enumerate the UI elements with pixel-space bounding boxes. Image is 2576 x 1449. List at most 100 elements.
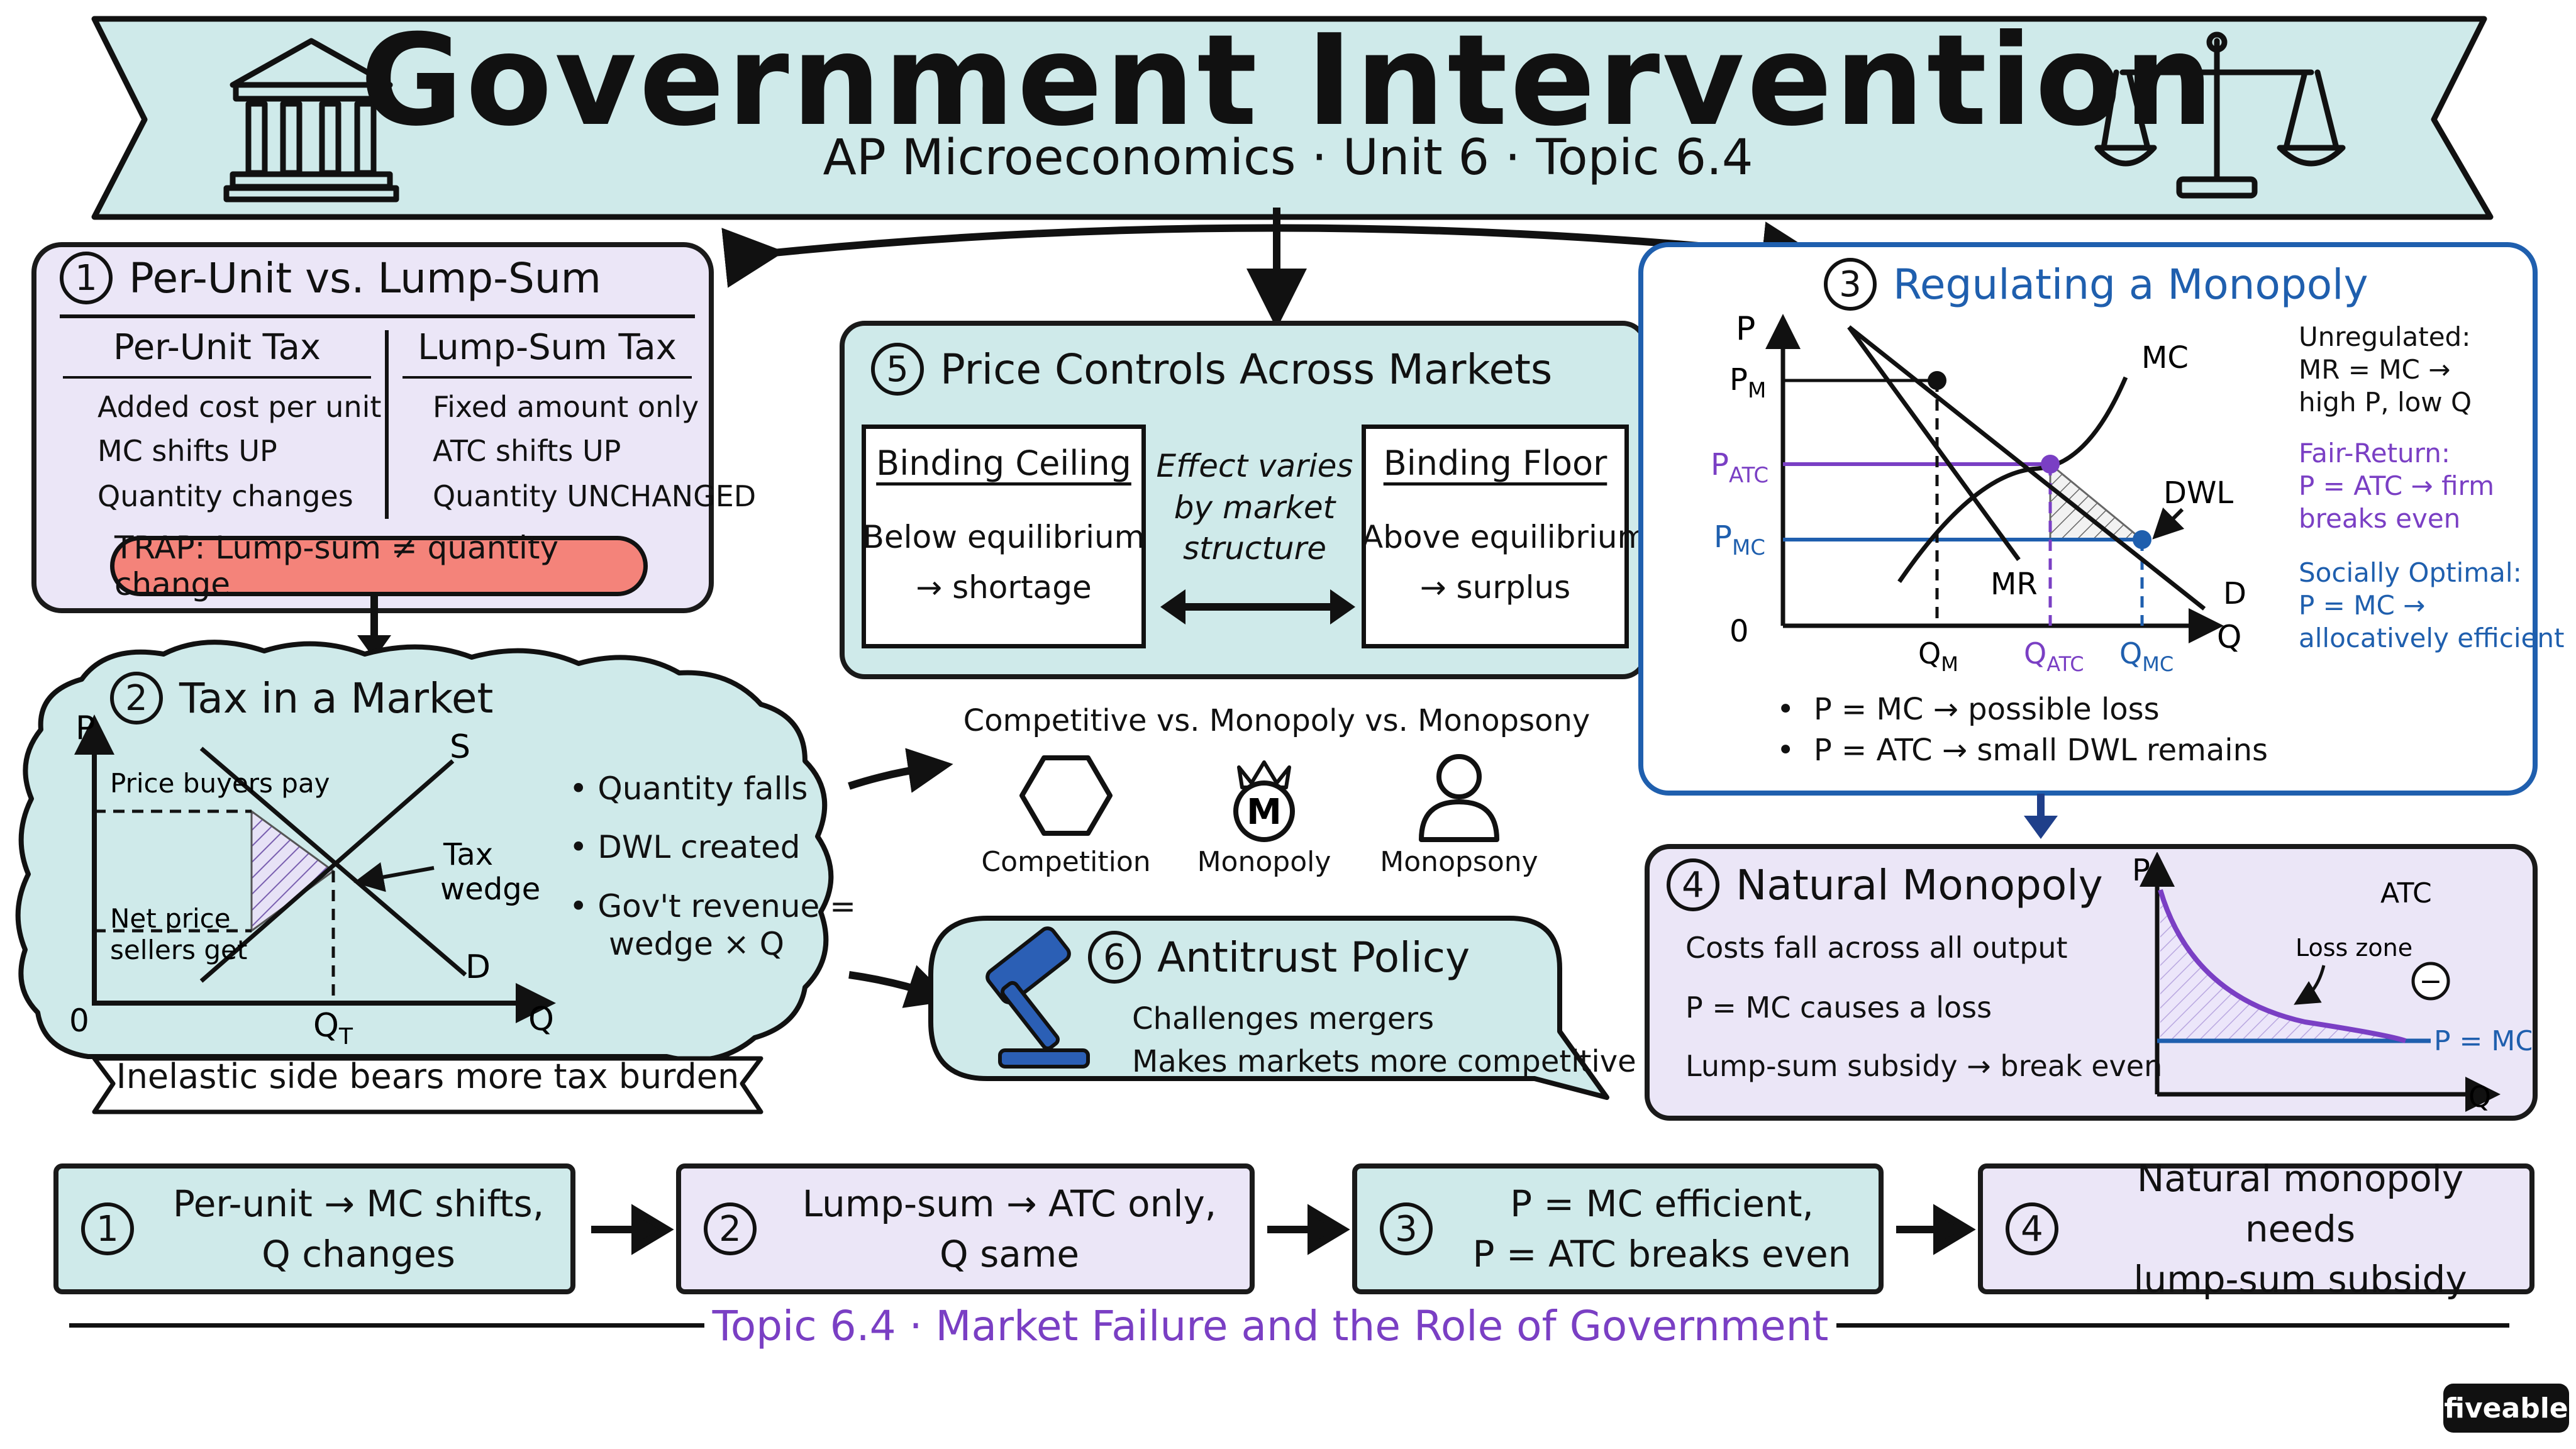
natural-monopoly-graph: P Q ATC Loss zone − P = MC	[2132, 852, 2531, 1114]
summary-step-text: Q changes	[262, 1233, 455, 1275]
summary-step-text: lump-sum subsidy	[2133, 1258, 2467, 1301]
panel1-title-text: Per-Unit vs. Lump-Sum	[129, 253, 601, 303]
courthouse-icon	[223, 38, 399, 203]
panel6-title-text: Antitrust Policy	[1157, 933, 1470, 982]
summary-step-text: Natural monopoly needs	[2136, 1157, 2464, 1250]
step-number-badge: 2	[110, 672, 163, 724]
panel3-title: 3 Regulating a Monopoly	[1824, 258, 2368, 311]
per-unit-header: Per-Unit Tax	[113, 327, 321, 368]
pmc-line-label: P = MC	[2434, 1025, 2531, 1057]
summary-step-text: Per-unit → MC shifts,	[172, 1182, 545, 1225]
step-number-badge: 5	[871, 343, 924, 396]
qmc-label: QMC	[2119, 636, 2174, 673]
summary-step-text: Q same	[939, 1233, 1080, 1275]
per-unit-item: Added cost per unit	[97, 390, 382, 424]
net-price-label: Net price	[110, 903, 231, 934]
market-types-title: Competitive vs. Monopoly vs. Monopsony	[963, 703, 1591, 738]
panel1-divider	[60, 314, 695, 318]
page-title: Government Intervention	[360, 8, 2216, 154]
antitrust-line: Challenges mergers	[1132, 1001, 1435, 1036]
crown-m-icon: M	[1233, 760, 1295, 842]
panel2-bullet: • Gov't revenue =	[569, 888, 857, 924]
panel-natural-monopoly	[1645, 844, 2538, 1121]
mc-curve-label: MC	[2141, 340, 2189, 375]
footer-rule-left	[69, 1323, 704, 1328]
step-number-badge: 1	[60, 252, 113, 304]
panel4-title-text: Natural Monopoly	[1736, 860, 2103, 909]
tax-wedge-label: Tax	[443, 837, 493, 872]
per-unit-item: MC shifts UP	[97, 434, 277, 468]
dwl-label: DWL	[2163, 475, 2233, 511]
axis-q-label: Q	[2468, 1080, 2491, 1114]
gavel-icon	[985, 926, 1090, 1069]
market-type-label: Monopsony	[1380, 846, 1538, 878]
binding-ceiling-line: Below equilibrium	[862, 519, 1145, 555]
natural-monopoly-line: Costs fall across all output	[1685, 931, 2068, 965]
summary-step-3: 3 P = MC efficient, P = ATC breaks even	[1352, 1163, 1884, 1294]
panel1-column-divider	[385, 330, 389, 519]
atc-label: ATC	[2380, 877, 2432, 909]
unregulated-note: Unregulated:MR = MC →high P, low Q	[2299, 321, 2472, 418]
binding-floor-title: Binding Floor	[1383, 443, 1607, 483]
pm-label: PM	[1729, 362, 1766, 403]
panel5-title-text: Price Controls Across Markets	[940, 345, 1553, 394]
axis-q-label: Q	[2217, 619, 2241, 655]
binding-floor-box	[1362, 425, 1629, 648]
mr-curve-label: MR	[1990, 567, 2038, 602]
axis-p-label: P	[2132, 853, 2150, 888]
brand-logo: fiveable	[2443, 1384, 2569, 1433]
inelastic-banner	[92, 1056, 763, 1114]
origin-label: 0	[1729, 614, 1749, 649]
supply-label: S	[450, 728, 470, 766]
panel5-title: 5 Price Controls Across Markets	[871, 343, 1552, 396]
summary-step-4: 4 Natural monopoly needs lump-sum subsidy	[1978, 1157, 2534, 1301]
effect-varies-text: by market	[1174, 489, 1336, 526]
demand-curve-label: D	[2223, 576, 2246, 611]
monopoly-regulation-graph: P 0 Q PM PATC PMC MC MR D DWL QM QATC QM…	[1711, 310, 2246, 673]
crown-letter: M	[1246, 792, 1282, 833]
panel2-title-text: Tax in a Market	[179, 674, 494, 723]
tax-market-graph: P 0 Q S D QT Price buyers pay Net price …	[69, 711, 556, 1050]
effect-varies-text: Effect varies	[1156, 448, 1353, 484]
panel2-bullet: • Quantity falls	[569, 770, 808, 807]
summary-step-text: P = ATC breaks even	[1472, 1233, 1852, 1275]
step-number-badge: 4	[2006, 1202, 2058, 1255]
antitrust-line: Makes markets more competitive	[1132, 1044, 1636, 1079]
natural-monopoly-line: Lump-sum subsidy → break even	[1685, 1049, 2163, 1083]
axis-q-label: Q	[528, 1001, 554, 1038]
demand-label: D	[465, 948, 491, 986]
panel1-title: 1 Per-Unit vs. Lump-Sum	[60, 252, 601, 304]
page-subtitle: AP Microeconomics · Unit 6 · Topic 6.4	[823, 130, 1753, 186]
patc-label: PATC	[1711, 447, 1768, 488]
arrow-down-icon	[2024, 794, 2058, 839]
pmc-label: PMC	[1714, 519, 1765, 560]
step-number-badge: 4	[1667, 858, 1719, 911]
person-icon	[1419, 754, 1499, 842]
summary-step-2: 2 Lump-sum → ATC only, Q same	[676, 1163, 1255, 1294]
lump-sum-item: Fixed amount only	[433, 390, 699, 424]
hexagon-icon	[1019, 755, 1113, 836]
loss-zone-label: Loss zone	[2296, 934, 2412, 962]
inelastic-banner-text: Inelastic side bears more tax burden	[116, 1057, 740, 1096]
binding-ceiling-line: → shortage	[916, 569, 1092, 606]
panel2-bullet: • DWL created	[569, 829, 801, 865]
summary-step-1: 1 Per-unit → MC shifts,Q changes	[53, 1163, 575, 1294]
qatc-label: QATC	[2024, 636, 2084, 673]
summary-step-text: P = MC efficient,	[1510, 1182, 1814, 1225]
axis-p-label: P	[75, 711, 95, 747]
step-number-badge: 3	[1380, 1202, 1433, 1255]
double-arrow-icon	[1160, 589, 1355, 625]
step-number-badge: 2	[704, 1202, 757, 1255]
lump-sum-header: Lump-Sum Tax	[418, 327, 677, 368]
header-banner	[91, 16, 2494, 220]
summary-step-text: Lump-sum → ATC only,	[802, 1182, 1217, 1225]
scales-icon	[2094, 31, 2346, 199]
panel3-title-text: Regulating a Monopoly	[1893, 260, 2368, 309]
panel6-title: 6 Antitrust Policy	[1088, 931, 1470, 984]
natural-monopoly-line: P = MC causes a loss	[1685, 991, 1992, 1024]
panel3-bullet: • P = ATC → small DWL remains	[1777, 733, 2268, 768]
per-unit-item: Quantity changes	[97, 479, 353, 513]
effect-varies-text: structure	[1182, 530, 1326, 567]
footer-topic: Topic 6.4 · Market Failure and the Role …	[712, 1302, 1829, 1350]
binding-floor-line: Above equilibrium	[1362, 519, 1648, 555]
